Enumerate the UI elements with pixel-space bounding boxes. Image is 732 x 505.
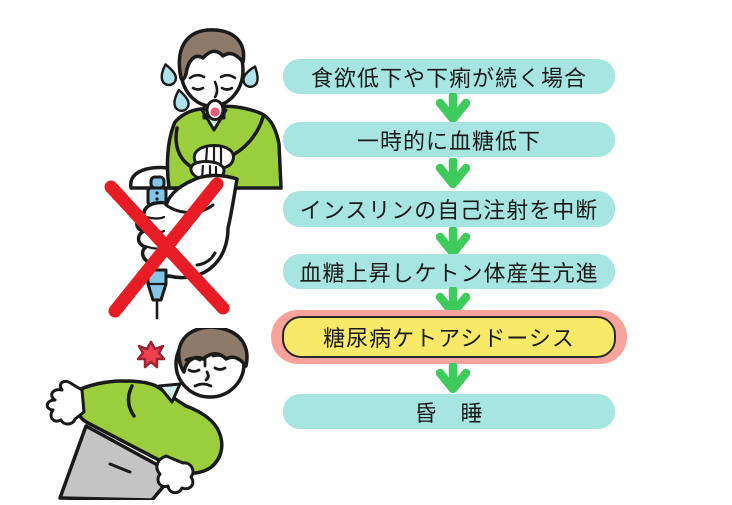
flow-step-3-label: インスリンの自己注射を中断: [299, 198, 599, 223]
flow-step-6-label: 昏 睡: [414, 400, 484, 426]
down-arrow: [435, 93, 471, 123]
shirt-collar: [157, 382, 182, 404]
flow-step-1: 食欲低下や下痢が続く場合: [283, 59, 615, 94]
brown-hair: [177, 28, 246, 82]
flow-step-5-highlight-ring: 糖尿病ケトアシドーシス: [271, 310, 627, 364]
outstretched-hand: [45, 379, 86, 426]
flow-step-3: インスリンの自己注射を中断: [283, 191, 615, 227]
flow-step-2: 一時的に血糖低下: [283, 122, 615, 157]
insulin-pen-cap: [149, 175, 166, 190]
flow-step-2-label: 一時的に血糖低下: [356, 128, 541, 154]
insulin-pen-crossed-out-illustration: [104, 173, 239, 320]
flow-step-5: 糖尿病ケトアシドーシス: [282, 316, 616, 358]
pain-burst-icon: [136, 340, 166, 369]
flow-step-4-label: 血糖上昇しケトン体産生亢進: [299, 260, 599, 286]
gray-pants: [58, 424, 176, 500]
flow-step-6: 昏 睡: [283, 394, 615, 429]
down-arrow: [435, 227, 471, 257]
red-cross-icon: [104, 177, 230, 318]
flow-step-5-label: 糖尿病ケトアシドーシス: [323, 326, 575, 351]
hand-at-hip: [155, 454, 195, 495]
sweat-drops: [160, 63, 259, 112]
flow-step-4: 血糖上昇しケトン体産生亢進: [283, 254, 615, 289]
collapsed-person-illustration: [45, 328, 249, 500]
down-arrow: [435, 158, 471, 188]
down-arrow: [435, 363, 471, 393]
sick-person-illustration: [129, 28, 283, 190]
flow-step-1-label: 食欲低下や下痢が続く場合: [310, 65, 587, 91]
